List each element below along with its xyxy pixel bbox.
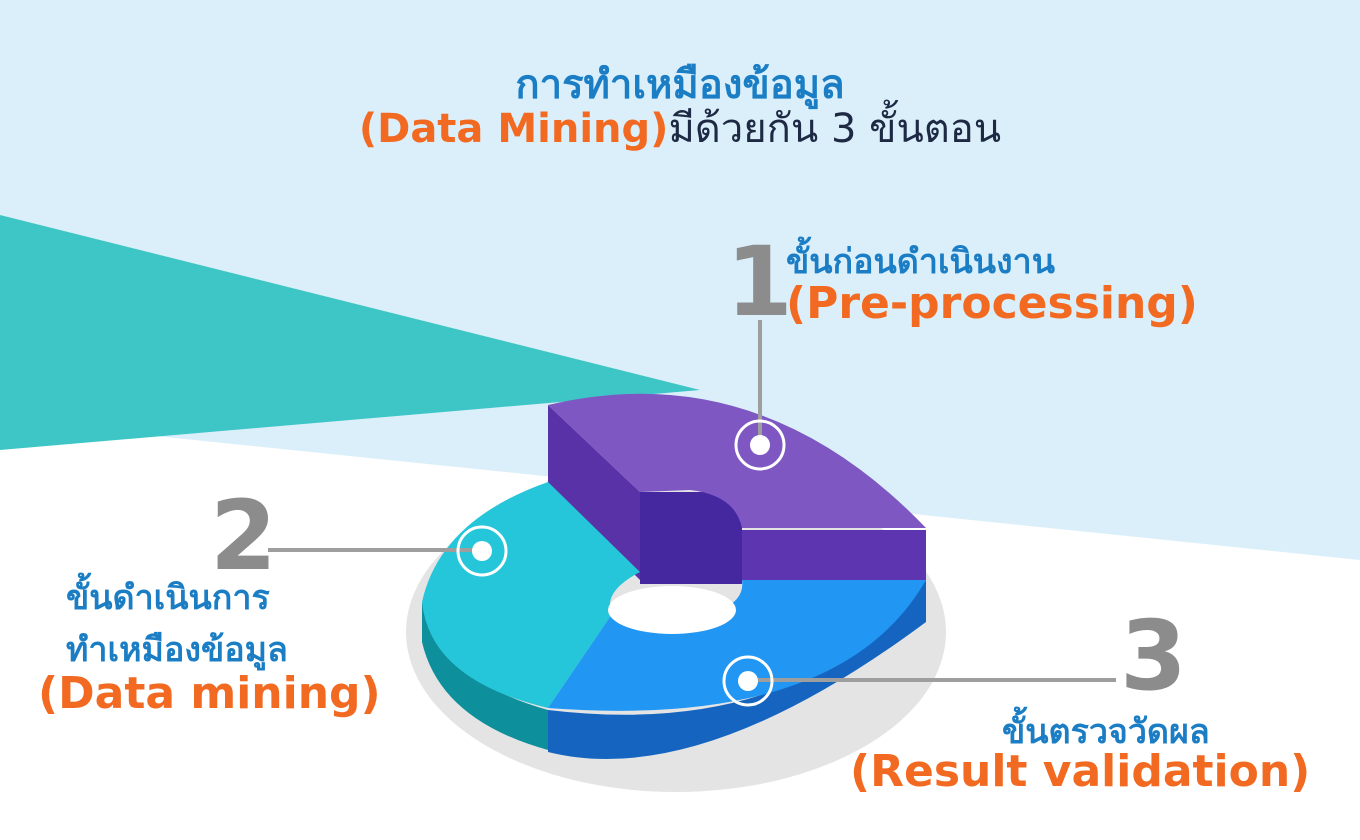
teal-band (0, 215, 700, 450)
purple-segment-side (740, 530, 926, 580)
title-line-1: การทำเหมืองข้อมูล (515, 62, 845, 108)
purple-segment-top (548, 393, 926, 528)
donut-chart (406, 393, 946, 792)
title-accent: (Data Mining) (358, 106, 669, 152)
purple-segment-left-wall (548, 405, 640, 580)
blue-segment-top (548, 580, 926, 711)
connectors (268, 320, 1116, 707)
step1-label-english: (Pre-processing) (786, 278, 1198, 329)
step2-label-english: (Data mining) (38, 668, 381, 719)
donut-hole-inner (640, 492, 742, 584)
step2-label-thai-line1: ขั้นดำเนินการ (66, 578, 270, 618)
step3-label-english: (Result validation) (850, 746, 1311, 797)
cyan-segment-top (422, 482, 640, 708)
title-rest: มีด้วยกัน 3 ขั้นตอน (668, 106, 1002, 152)
step3-marker (722, 655, 774, 707)
step2-marker (456, 525, 508, 577)
title-line-2: (Data Mining)มีด้วยกัน 3 ขั้นตอน (0, 96, 1360, 160)
step1-label-thai: ขั้นก่อนดำเนินงาน (786, 242, 1055, 282)
cyan-segment-side (422, 602, 548, 750)
step3-label-thai: ขั้นตรวจวัดผล (1002, 712, 1210, 752)
step2-label-thai-line2: ทำเหมืองข้อมูล (66, 630, 288, 670)
blue-segment-side (548, 580, 926, 760)
step2-number: 2 (210, 480, 277, 592)
step1-marker (734, 419, 786, 471)
step3-number: 3 (1120, 600, 1187, 712)
step1-number: 1 (726, 226, 793, 338)
donut-hole (608, 586, 736, 634)
